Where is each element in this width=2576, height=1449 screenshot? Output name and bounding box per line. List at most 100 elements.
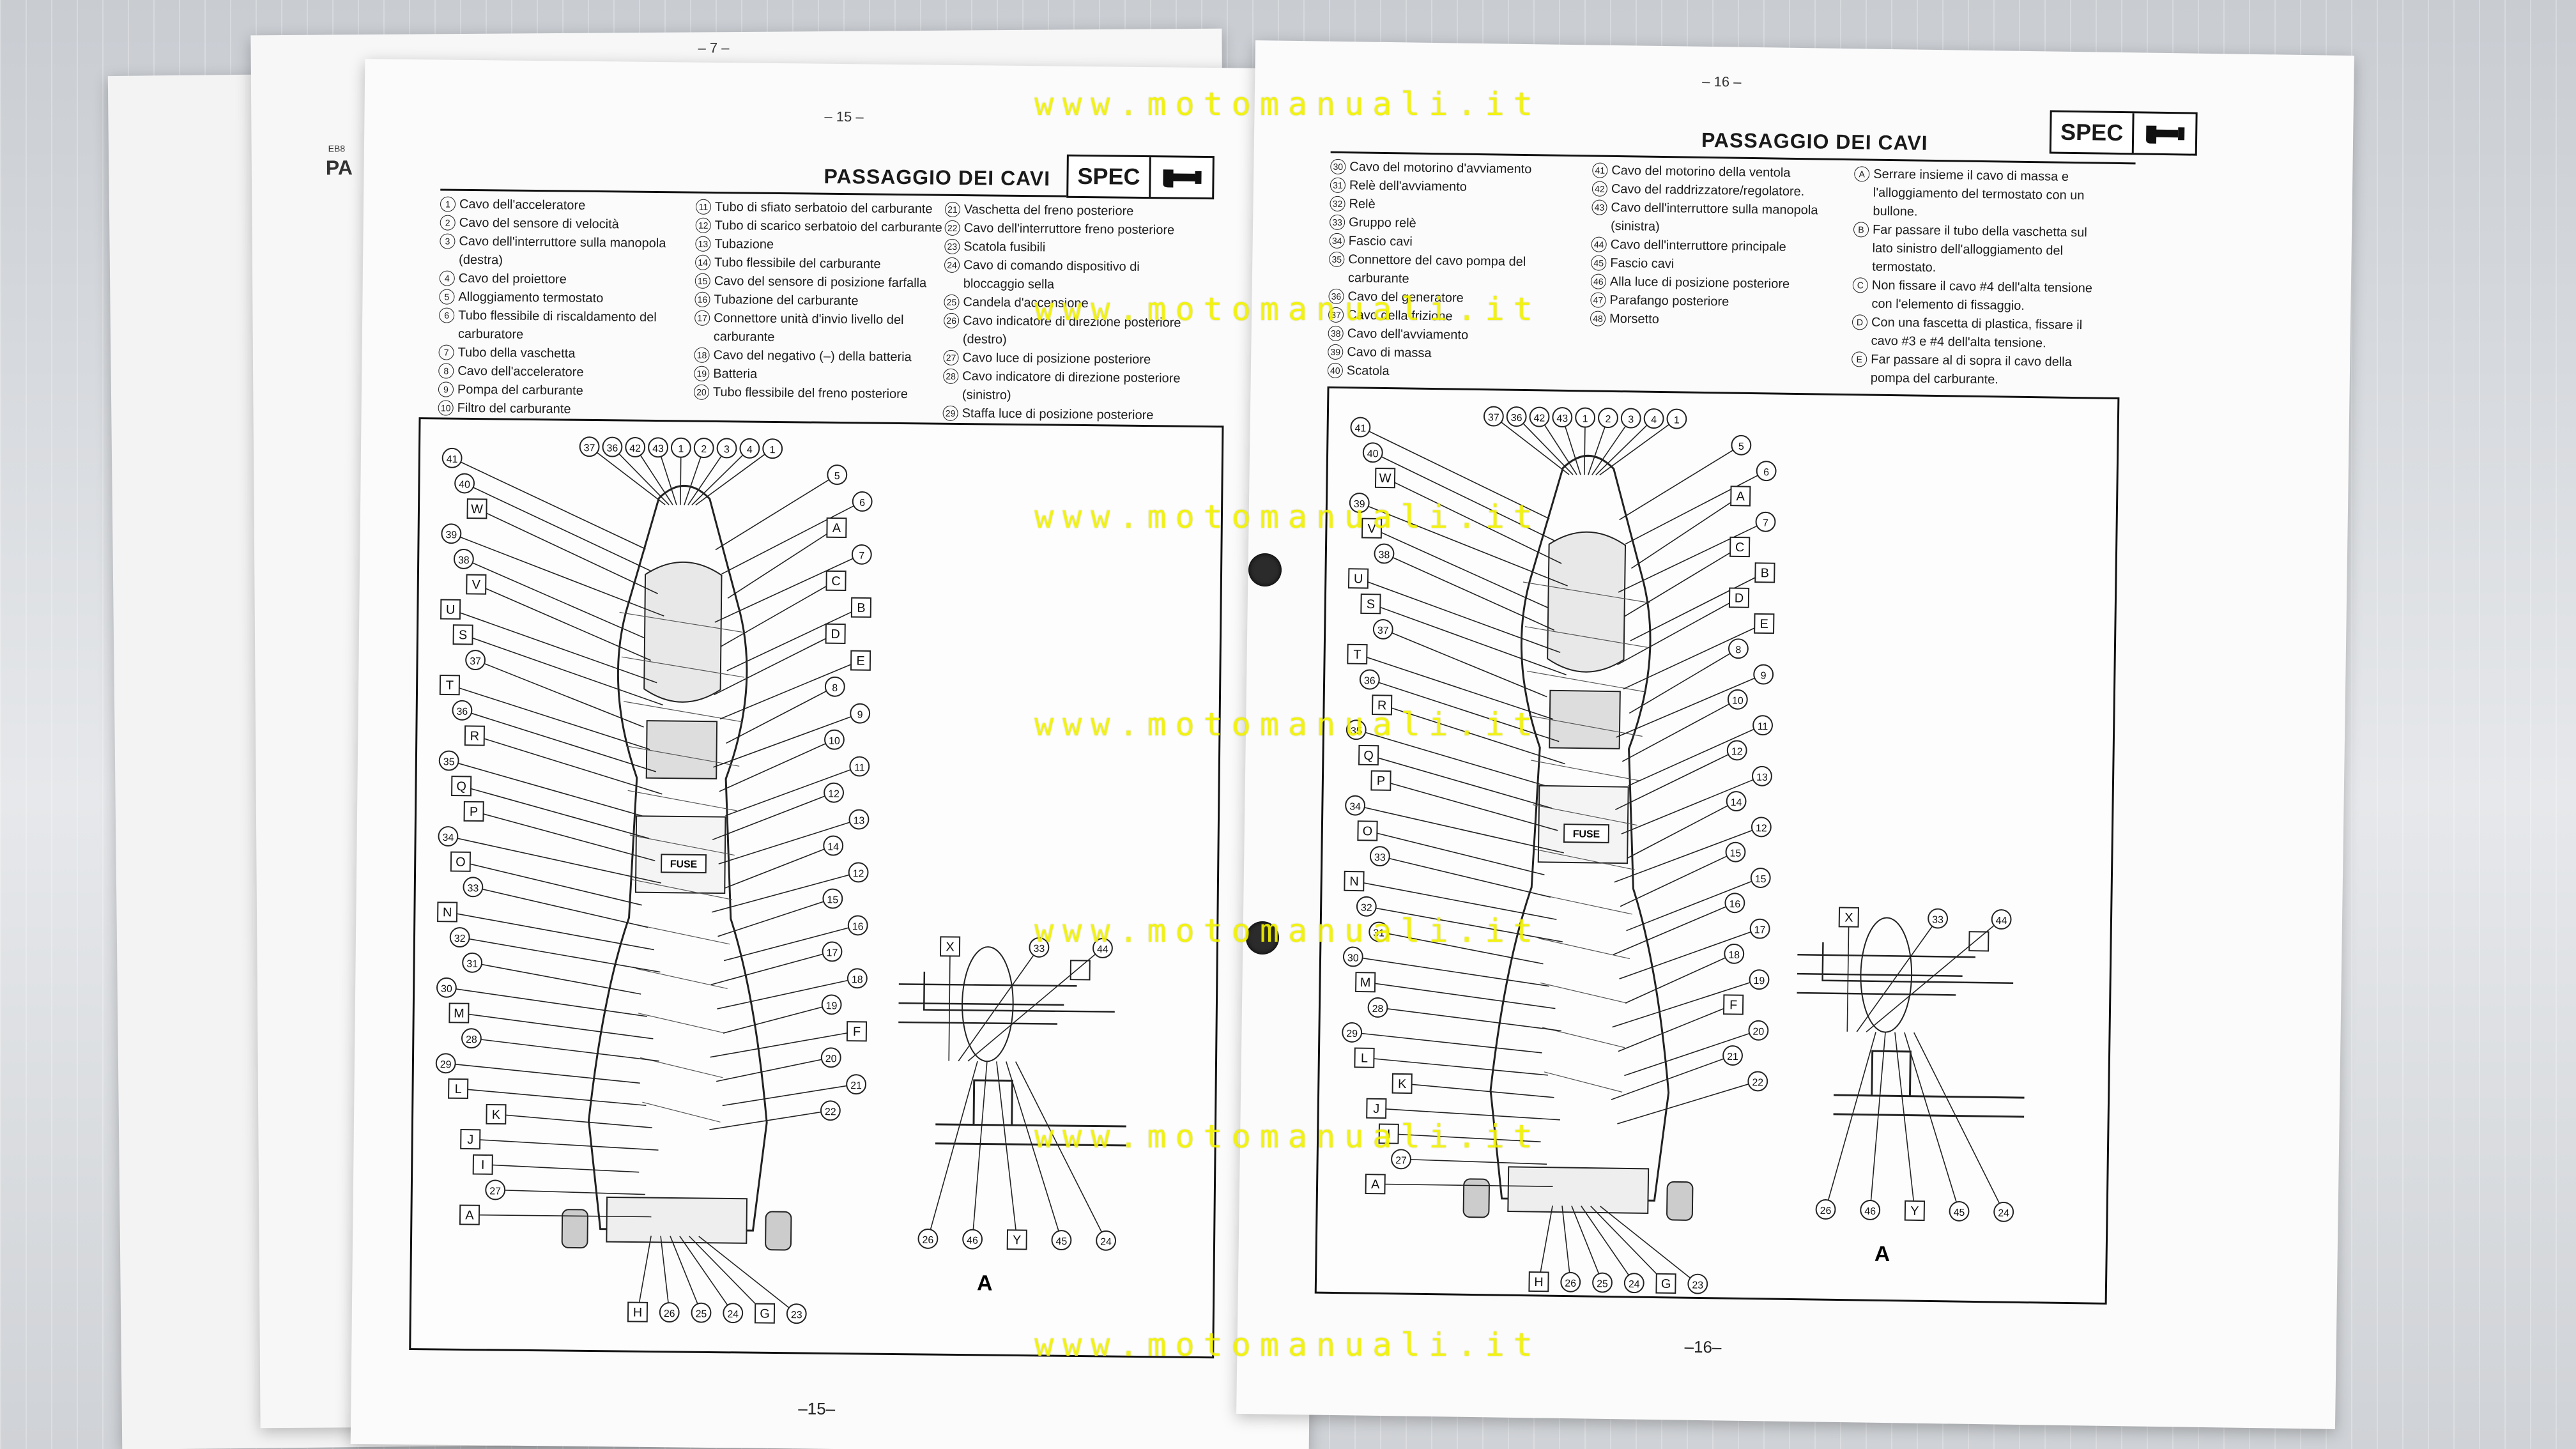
leader-line — [1571, 1206, 1603, 1283]
wire — [1534, 848, 1635, 870]
callout-circle — [1620, 408, 1641, 429]
wire — [634, 923, 730, 945]
legend-number: 31 — [1330, 177, 1346, 194]
callout: 30 — [436, 977, 647, 1017]
wire — [638, 1013, 726, 1034]
leader-line — [1624, 546, 1740, 617]
legend-text: Relè dell'avviamento — [1349, 178, 1467, 194]
callout: 26 — [659, 1236, 680, 1323]
callout-label: 18 — [1728, 950, 1740, 961]
callout: 26 — [917, 1061, 978, 1249]
callout-circle — [625, 437, 646, 457]
legend-number: 21 — [944, 201, 961, 217]
callout-label: 40 — [1367, 448, 1379, 459]
wire — [642, 1101, 721, 1123]
fuel-tank — [643, 561, 723, 703]
legend-number: 22 — [944, 220, 960, 236]
leader-line — [725, 765, 860, 816]
callout: A — [727, 517, 847, 599]
callout: K — [1392, 1073, 1554, 1098]
callout: 40 — [1362, 442, 1556, 542]
leader-line — [1623, 623, 1765, 690]
back-page-title-fragment: PA — [325, 156, 353, 180]
wire — [1526, 670, 1645, 693]
leader-line — [1379, 931, 1544, 965]
callout-circle — [1748, 1020, 1769, 1041]
callout-label: R — [470, 729, 480, 743]
leader-line — [1627, 801, 1736, 859]
callout-label: 46 — [967, 1236, 978, 1246]
callout: R — [464, 725, 663, 795]
legend-text: Cavo dell'interruttore sulla manopola (d… — [458, 234, 666, 268]
callout: 21 — [722, 1074, 867, 1107]
back-page-code: EB8 — [328, 143, 346, 154]
leader-line — [1384, 553, 1555, 631]
callout-circle — [1949, 1200, 1970, 1222]
callout: 29 — [435, 1053, 640, 1084]
callout-circle — [1687, 1273, 1708, 1294]
leader-line — [1379, 855, 1551, 898]
callout: 15 — [717, 888, 843, 937]
legend-number: 33 — [1329, 214, 1346, 231]
wire — [636, 968, 728, 990]
callout-circle — [436, 977, 457, 998]
callout-label: 37 — [1488, 412, 1499, 423]
legend-text: Scatola fusibili — [963, 240, 1046, 255]
callout-box — [486, 1103, 507, 1125]
wire — [621, 656, 744, 678]
callout-circle — [1372, 618, 1393, 640]
leader-line — [695, 448, 773, 506]
callout-label: Y — [1910, 1204, 1919, 1218]
callout-label: 44 — [1097, 944, 1108, 955]
callout: 42 — [625, 437, 673, 505]
leader-line — [1359, 502, 1568, 586]
callout-label: I — [1387, 1128, 1391, 1142]
callout: I — [472, 1154, 640, 1175]
leader-line — [459, 1012, 654, 1039]
callout-label: D — [1735, 592, 1744, 606]
leader-line — [445, 1062, 640, 1084]
callout-circle — [850, 703, 871, 724]
callout-label: 8 — [1735, 645, 1741, 656]
legend-number: 43 — [1591, 199, 1607, 215]
callout-box — [1729, 536, 1751, 558]
callout-label: 40 — [459, 479, 470, 490]
callout-circle — [1342, 946, 1363, 967]
callout-box — [1838, 907, 1859, 928]
callout: 5 — [715, 464, 848, 551]
wire — [1530, 760, 1640, 781]
legend-text: Far passare il tubo della vaschetta sul … — [1872, 222, 2087, 275]
callout: 16 — [1613, 893, 1745, 955]
legend-number: 27 — [943, 349, 959, 365]
leader-line — [476, 583, 651, 661]
callout-circle — [659, 1302, 680, 1323]
callout-circle — [602, 436, 623, 457]
leader-line — [1358, 578, 1561, 654]
callout-circle — [1993, 1201, 2014, 1222]
callout-circle — [1346, 719, 1367, 740]
callout-label: 27 — [1395, 1155, 1407, 1166]
callout: S — [1360, 594, 1567, 676]
callout-label: 26 — [1565, 1278, 1576, 1289]
callout: 23 — [698, 1236, 807, 1324]
callout-circle — [1755, 511, 1776, 532]
callout-label: 34 — [442, 832, 454, 843]
callout: 32 — [1356, 896, 1563, 942]
callout-label: 38 — [458, 555, 470, 566]
callout-circle — [1483, 406, 1504, 427]
callout-circle — [441, 523, 462, 544]
leader-line — [477, 508, 659, 594]
leader-line — [637, 1236, 652, 1312]
callout-box — [1358, 744, 1379, 766]
leader-line — [712, 792, 834, 841]
callout-circle — [1362, 442, 1383, 463]
legend-text: Gruppo relè — [1348, 215, 1416, 231]
callout-circle — [1724, 943, 1745, 964]
leader-line — [452, 457, 646, 550]
callout: 46 — [1860, 1032, 1886, 1220]
callout: T — [439, 675, 650, 750]
callout: 31 — [462, 952, 641, 995]
